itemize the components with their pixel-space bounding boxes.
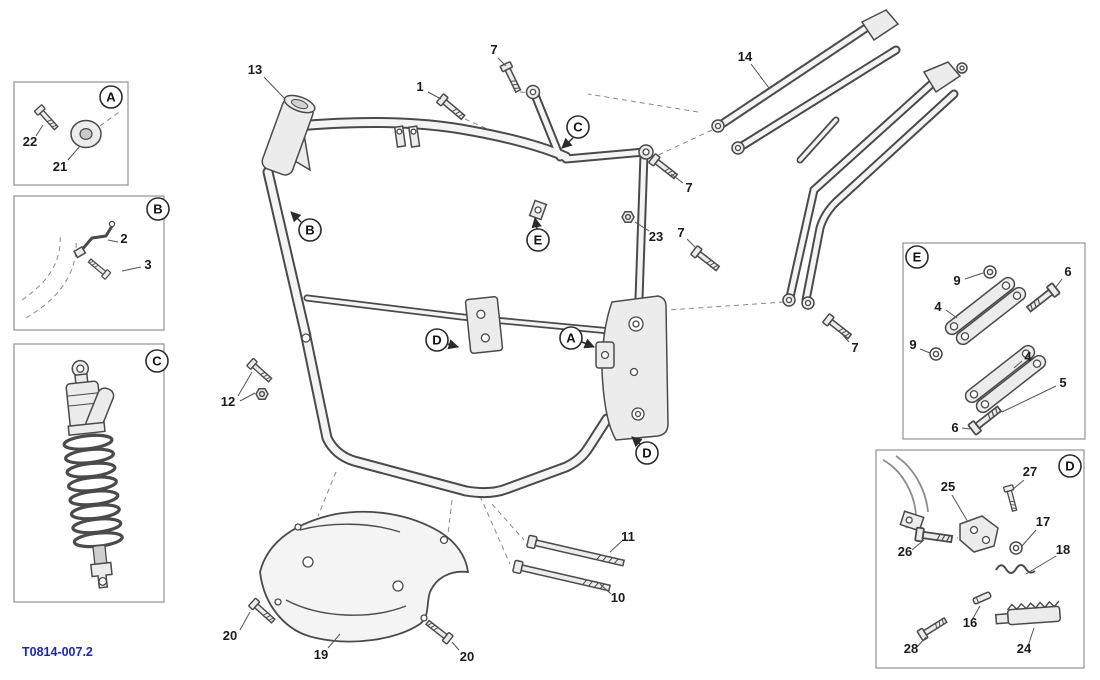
part-callout-26: 26 bbox=[898, 544, 912, 559]
part-callout-11: 11 bbox=[621, 529, 635, 544]
part-callout-23: 23 bbox=[649, 229, 663, 244]
part-callout-7: 7 bbox=[851, 340, 858, 355]
bolt-10-glyph bbox=[511, 559, 612, 595]
svg-text:D: D bbox=[432, 333, 441, 348]
detail-box-a-letter: A bbox=[106, 90, 116, 105]
steering-head-tube bbox=[261, 94, 316, 176]
part-callout-19: 19 bbox=[314, 647, 328, 662]
detail-box-a: A 22 21 bbox=[13, 81, 129, 186]
part-callout-1: 1 bbox=[416, 79, 423, 94]
bolt-7-glyph bbox=[499, 60, 524, 95]
washer-9-glyph bbox=[983, 265, 997, 279]
detail-box-d: D 27 25 26 17 18 16 24 28 bbox=[875, 449, 1085, 669]
frame-reference-d2: D bbox=[631, 436, 659, 465]
part-callout-21: 21 bbox=[53, 159, 67, 174]
bolt-1-glyph bbox=[435, 93, 468, 123]
detail-box-d-letter: D bbox=[1065, 459, 1074, 474]
footpeg bbox=[995, 600, 1061, 626]
part-callout-3: 3 bbox=[144, 257, 151, 272]
skid-plate-drawing bbox=[259, 510, 470, 643]
nut-23-glyph bbox=[621, 211, 635, 223]
part-callout-9: 9 bbox=[909, 337, 916, 352]
chain-roller bbox=[70, 119, 102, 149]
bolt-7-glyph bbox=[689, 244, 722, 274]
footpeg-bracket bbox=[959, 515, 999, 553]
bolt-12-glyph bbox=[246, 357, 275, 385]
detail-box-c-letter: C bbox=[152, 354, 162, 369]
detail-box-b-letter: B bbox=[153, 202, 162, 217]
part-callout-17: 17 bbox=[1036, 514, 1050, 529]
subframe-drawing bbox=[711, 9, 968, 310]
part-callout-13: 13 bbox=[248, 62, 262, 77]
part-callout-9: 9 bbox=[953, 273, 960, 288]
part-callout-24: 24 bbox=[1017, 641, 1032, 656]
part-callout-25: 25 bbox=[941, 479, 955, 494]
part-callout-6: 6 bbox=[1064, 264, 1071, 279]
part-callout-4: 4 bbox=[934, 299, 942, 314]
linkage-arm-upper bbox=[944, 276, 1027, 346]
part-callout-7: 7 bbox=[677, 225, 684, 240]
part-callout-27: 27 bbox=[1023, 464, 1037, 479]
spring-18-glyph bbox=[995, 564, 1036, 574]
detail-box-b: B 2 3 bbox=[13, 195, 170, 331]
part-callout-28: 28 bbox=[904, 641, 918, 656]
detail-box-e: E 9 6 4 9 4 5 6 bbox=[902, 242, 1086, 440]
part-callout-12: 12 bbox=[221, 394, 235, 409]
detail-box-e-letter: E bbox=[913, 250, 922, 265]
number-callouts: 13 7 1 14 7 23 7 7 12 11 10 20 19 20 bbox=[221, 42, 859, 664]
main-frame-drawing bbox=[261, 84, 785, 565]
frame-reference-c: C bbox=[561, 115, 590, 149]
washer-9-glyph bbox=[929, 347, 943, 361]
frame-reference-a: A bbox=[559, 326, 595, 350]
washer-17-glyph bbox=[1009, 541, 1023, 555]
part-callout-5: 5 bbox=[1059, 375, 1066, 390]
part-callout-18: 18 bbox=[1056, 542, 1070, 557]
pin-16-glyph bbox=[972, 591, 992, 605]
nut-12-glyph bbox=[255, 388, 269, 400]
part-callout-22: 22 bbox=[23, 134, 37, 149]
svg-text:A: A bbox=[566, 331, 576, 346]
part-callout-20: 20 bbox=[223, 628, 237, 643]
bolt-20-glyph bbox=[423, 617, 454, 645]
svg-text:C: C bbox=[573, 120, 583, 135]
cable-guide-bracket bbox=[73, 220, 116, 259]
frame-reference-b: B bbox=[290, 211, 322, 242]
rear-shock-absorber bbox=[62, 359, 124, 589]
part-callout-20: 20 bbox=[460, 649, 474, 664]
part-callout-4: 4 bbox=[1024, 349, 1032, 364]
linkage-arm-lower bbox=[964, 344, 1047, 414]
part-callout-2: 2 bbox=[120, 231, 127, 246]
svg-text:D: D bbox=[642, 446, 651, 461]
svg-text:B: B bbox=[305, 223, 314, 238]
bolt-7-glyph bbox=[821, 312, 854, 342]
document-number: T0814-007.2 bbox=[22, 645, 93, 659]
part-callout-6: 6 bbox=[951, 420, 958, 435]
frame-reference-e: E bbox=[526, 216, 550, 252]
part-callout-10: 10 bbox=[611, 590, 625, 605]
svg-text:E: E bbox=[534, 233, 543, 248]
part-callout-14: 14 bbox=[738, 49, 753, 64]
detail-box-c: C bbox=[13, 343, 169, 603]
part-callout-7: 7 bbox=[490, 42, 497, 57]
frame-reference-d1: D bbox=[425, 328, 460, 352]
part-callout-7: 7 bbox=[685, 180, 692, 195]
part-callout-16: 16 bbox=[963, 615, 977, 630]
